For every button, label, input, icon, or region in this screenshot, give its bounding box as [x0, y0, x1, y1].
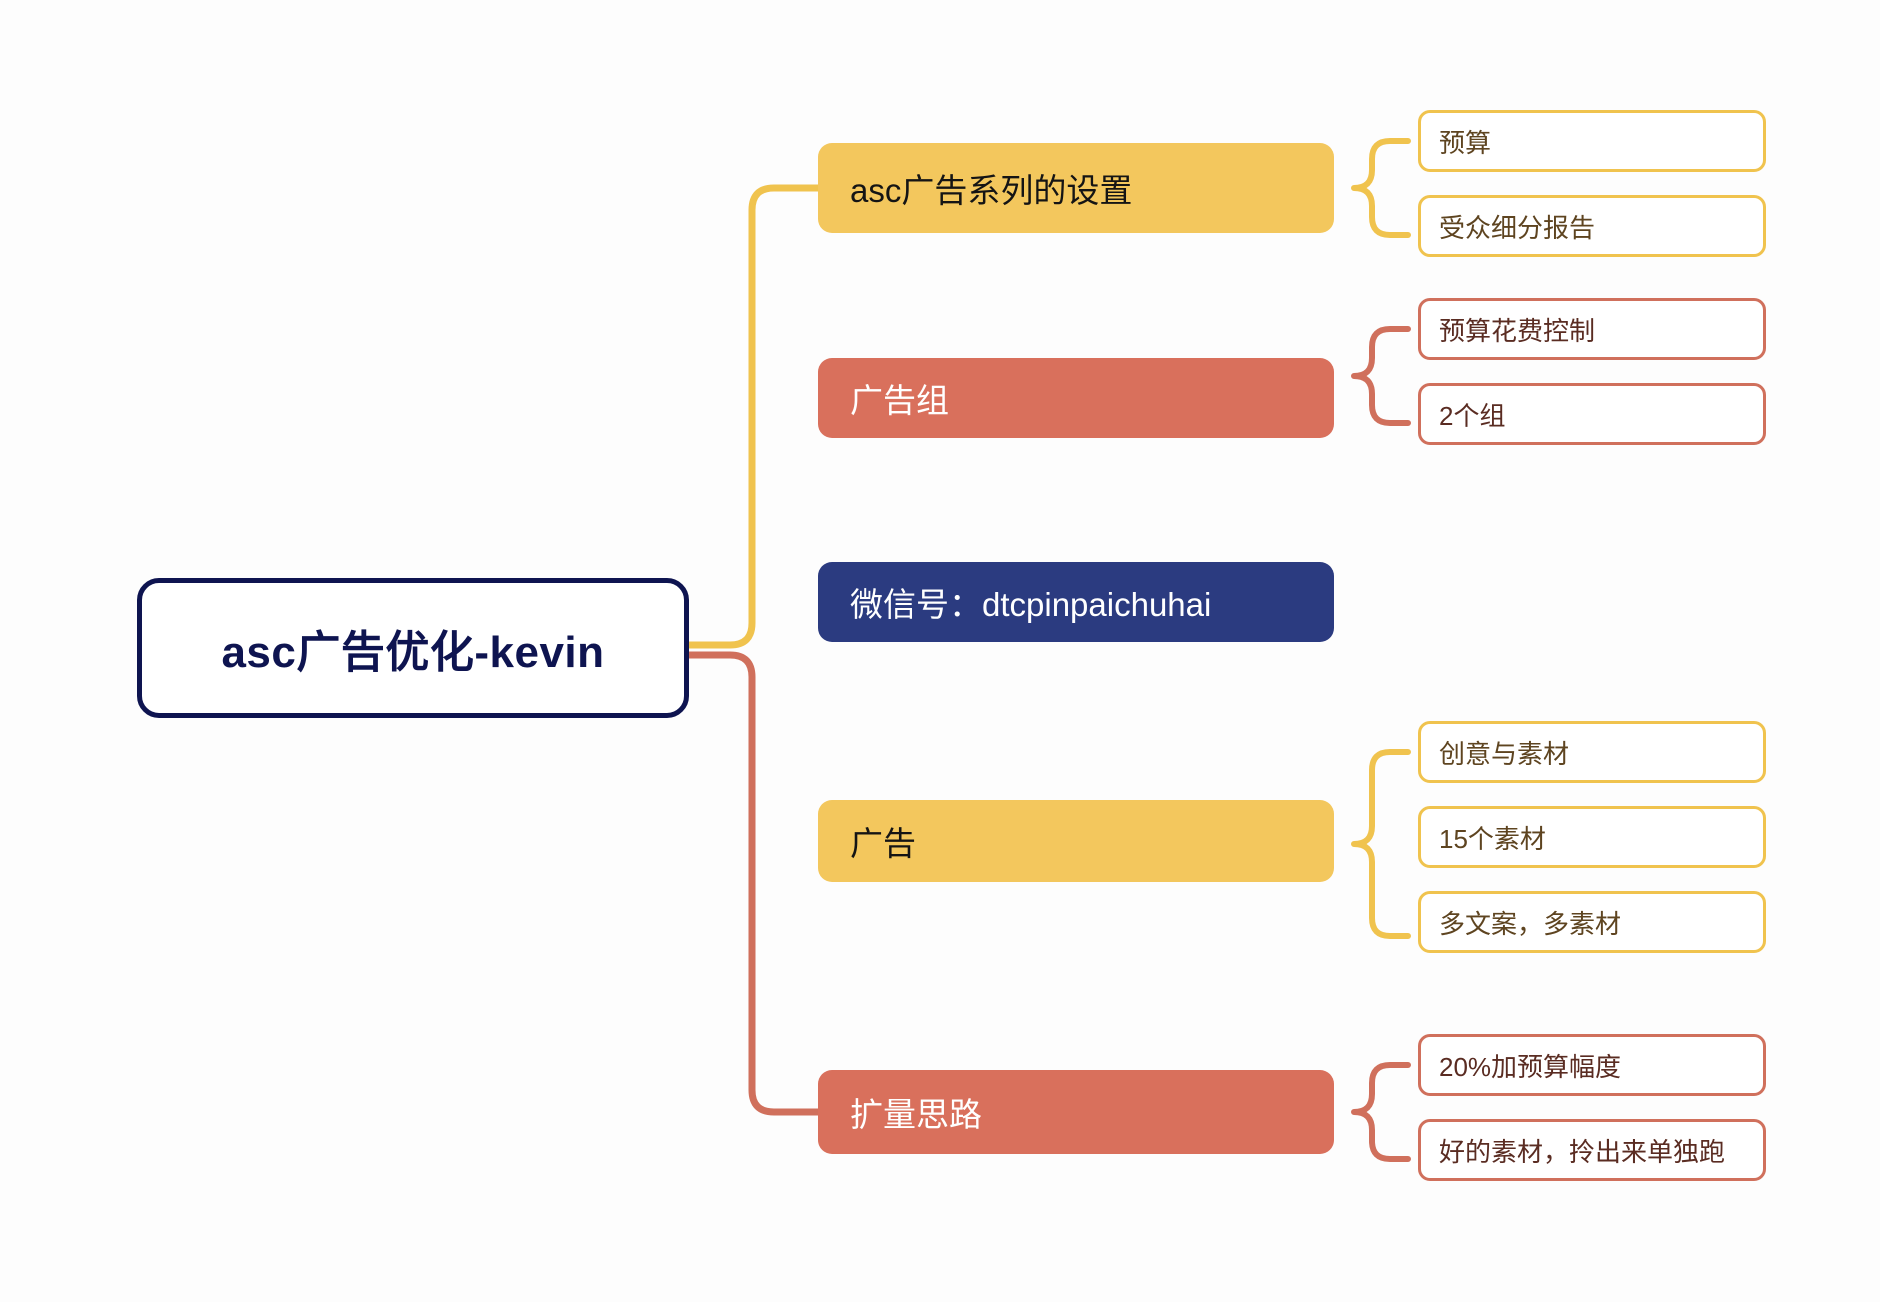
leaf-label-budget: 预算	[1439, 127, 1492, 158]
branch-label-wechat-id: 微信号：dtcpinpaichuhai	[850, 586, 1212, 623]
branch-node-wechat-id[interactable]: 微信号：dtcpinpaichuhai	[818, 562, 1334, 642]
branch-node-ad-group[interactable]: 广告组	[818, 358, 1334, 438]
leaf-label-fifteen-assets: 15个素材	[1439, 823, 1546, 854]
branch-label-scaling-strategy: 扩量思路	[850, 1096, 982, 1133]
leaf-label-good-assets-run-separately: 好的素材，拎出来单独跑	[1439, 1136, 1726, 1167]
brace-ad-group	[1351, 326, 1411, 426]
leaf-node-good-assets-run-separately[interactable]: 好的素材，拎出来单独跑	[1418, 1119, 1766, 1181]
branch-label-campaign-settings: asc广告系列的设置	[850, 172, 1133, 209]
leaf-label-two-groups: 2个组	[1439, 400, 1506, 431]
root-node[interactable]: asc广告优化-kevin	[137, 578, 689, 718]
branch-label-ad: 广告	[850, 825, 916, 862]
leaf-label-audience-segmentation-report: 受众细分报告	[1439, 212, 1596, 243]
leaf-label-twenty-percent-budget-increase: 20%加预算幅度	[1439, 1051, 1622, 1082]
root-lower-spine-connector	[685, 651, 822, 1116]
leaf-node-budget-spend-control[interactable]: 预算花费控制	[1418, 298, 1766, 360]
brace-campaign-settings	[1351, 138, 1411, 238]
leaf-node-two-groups[interactable]: 2个组	[1418, 383, 1766, 445]
leaf-node-budget[interactable]: 预算	[1418, 110, 1766, 172]
root-node-label: asc广告优化-kevin	[221, 628, 605, 677]
brace-ad	[1351, 749, 1411, 939]
leaf-label-multi-copy-multi-asset: 多文案，多素材	[1439, 908, 1622, 939]
leaf-node-audience-segmentation-report[interactable]: 受众细分报告	[1418, 195, 1766, 257]
branch-label-ad-group: 广告组	[850, 382, 949, 419]
leaf-label-creative-and-assets: 创意与素材	[1439, 738, 1570, 769]
branch-node-ad[interactable]: 广告	[818, 800, 1334, 882]
branch-node-scaling-strategy[interactable]: 扩量思路	[818, 1070, 1334, 1154]
leaf-node-creative-and-assets[interactable]: 创意与素材	[1418, 721, 1766, 783]
leaf-node-multi-copy-multi-asset[interactable]: 多文案，多素材	[1418, 891, 1766, 953]
leaf-node-fifteen-assets[interactable]: 15个素材	[1418, 806, 1766, 868]
root-upper-spine-connector	[685, 184, 822, 649]
leaf-label-budget-spend-control: 预算花费控制	[1439, 315, 1596, 346]
leaf-node-twenty-percent-budget-increase[interactable]: 20%加预算幅度	[1418, 1034, 1766, 1096]
branch-node-campaign-settings[interactable]: asc广告系列的设置	[818, 143, 1334, 233]
brace-scaling-strategy	[1351, 1062, 1411, 1162]
